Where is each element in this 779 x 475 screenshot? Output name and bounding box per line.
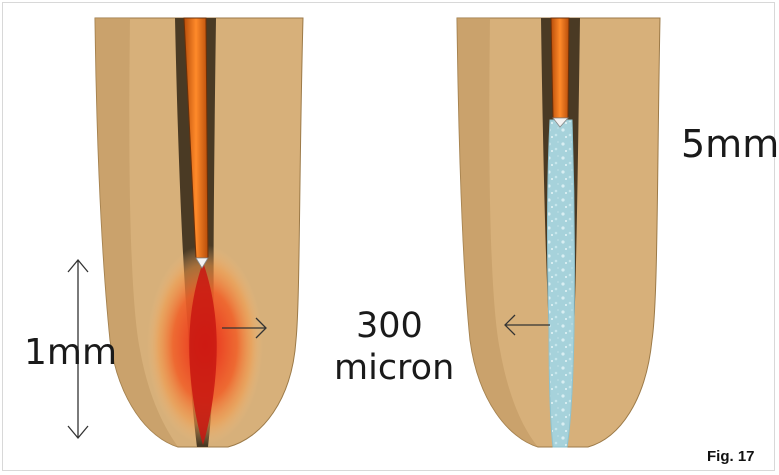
- irrigant-foam: [548, 120, 575, 447]
- figure-number: Fig. 17: [707, 448, 755, 465]
- right-file-shaft: [551, 18, 569, 118]
- spread-value-label: 300: [356, 306, 423, 346]
- right-tooth-root: [457, 18, 660, 447]
- depth-5mm-label: 5mm: [681, 122, 779, 166]
- left-tooth-root: [95, 18, 303, 447]
- spread-unit-label: micron: [334, 348, 454, 388]
- zone-1mm-label: 1mm: [24, 332, 117, 373]
